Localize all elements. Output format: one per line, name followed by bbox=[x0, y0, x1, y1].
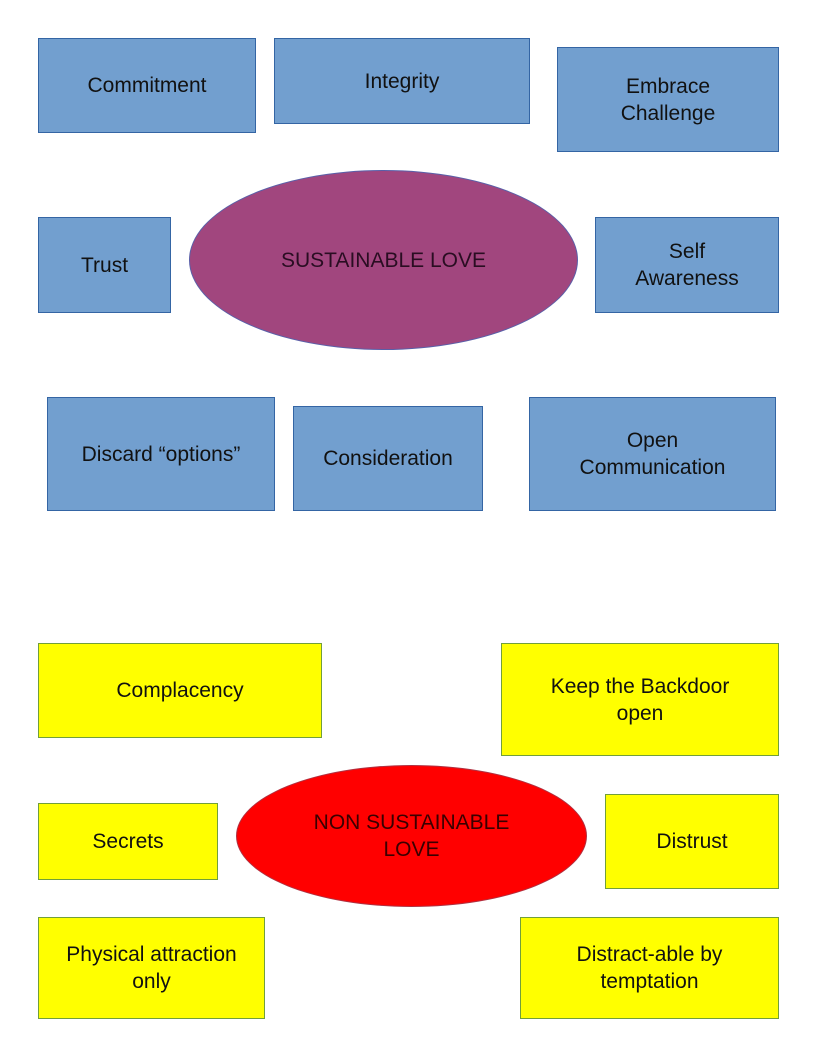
non-sustainable-love-ellipse: NON SUSTAINABLE LOVE bbox=[236, 765, 587, 907]
trait-open-communication: Open Communication bbox=[529, 397, 776, 511]
trait-embrace-challenge: Embrace Challenge bbox=[557, 47, 779, 152]
trait-trust: Trust bbox=[38, 217, 171, 313]
trait-consideration: Consideration bbox=[293, 406, 483, 511]
trait-discard-options: Discard “options” bbox=[47, 397, 275, 511]
sustainable-love-ellipse: SUSTAINABLE LOVE bbox=[189, 170, 578, 350]
trait-distrust: Distrust bbox=[605, 794, 779, 889]
trait-secrets: Secrets bbox=[38, 803, 218, 880]
trait-commitment: Commitment bbox=[38, 38, 256, 133]
trait-complacency: Complacency bbox=[38, 643, 322, 738]
trait-integrity: Integrity bbox=[274, 38, 530, 124]
trait-physical-attraction-only: Physical attraction only bbox=[38, 917, 265, 1019]
trait-distractable-by-temptation: Distract-able by temptation bbox=[520, 917, 779, 1019]
trait-self-awareness: Self Awareness bbox=[595, 217, 779, 313]
trait-keep-backdoor-open: Keep the Backdoor open bbox=[501, 643, 779, 756]
